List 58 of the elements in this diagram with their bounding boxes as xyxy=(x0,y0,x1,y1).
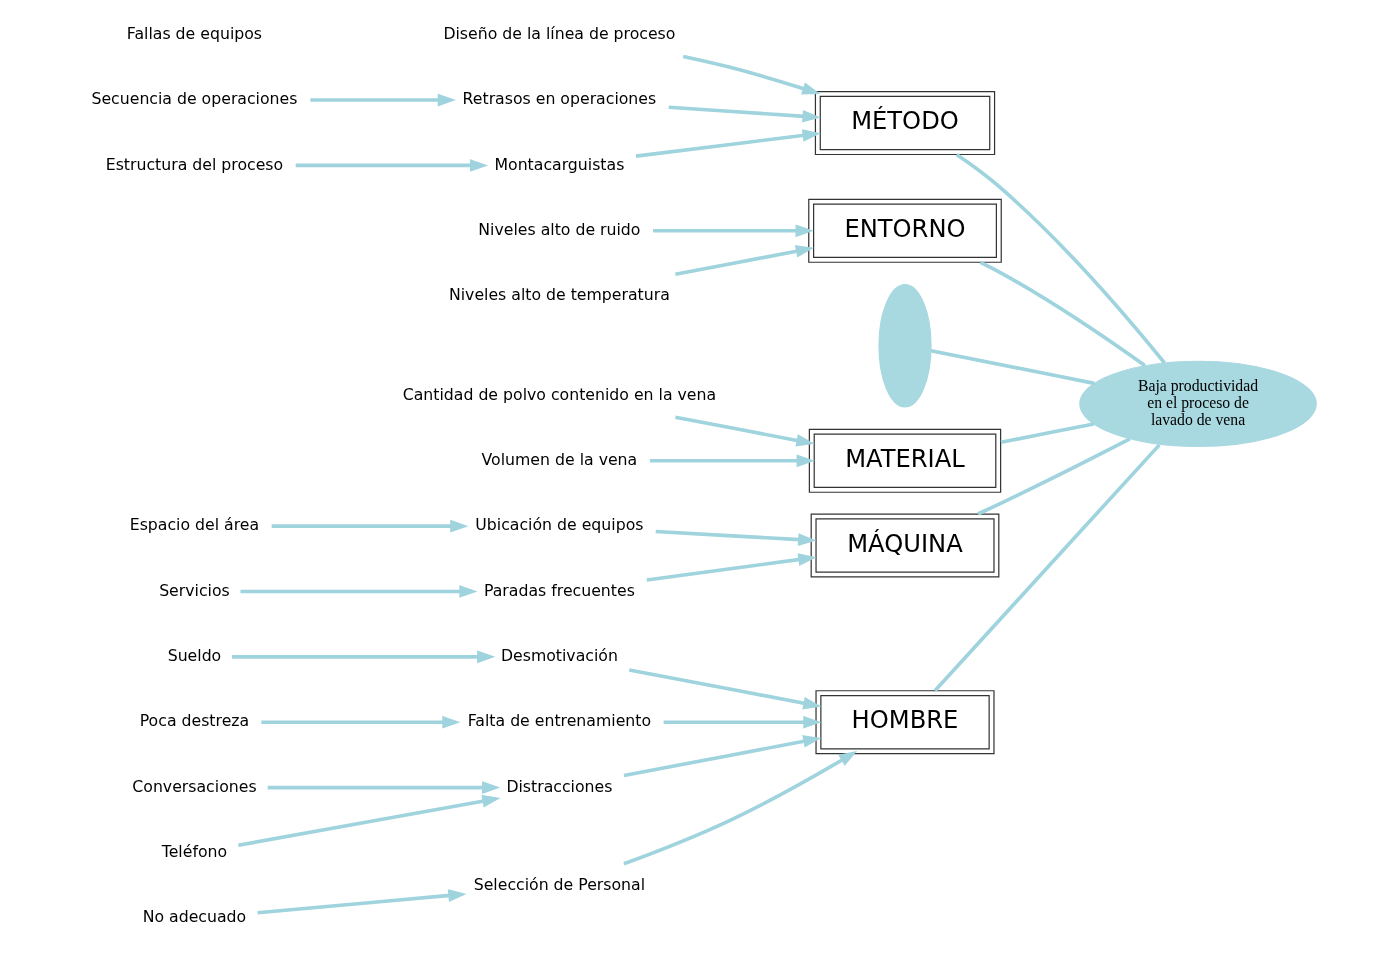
connector xyxy=(933,443,1161,692)
node-text: Niveles alto de temperatura xyxy=(448,285,670,305)
arrow xyxy=(655,529,817,546)
node-text: Estructura del proceso xyxy=(105,154,284,174)
node-text: Retrasos en operaciones xyxy=(462,89,657,109)
node-text: Teléfono xyxy=(161,842,228,862)
node-text: Cantidad de polvo contenido en la vena xyxy=(402,384,717,404)
node-box: HOMBRE xyxy=(815,690,995,755)
node-box: ENTORNO xyxy=(808,198,1002,263)
connector xyxy=(1000,422,1095,444)
connector xyxy=(979,260,1146,368)
arrow xyxy=(668,105,821,123)
node-text: Distracciones xyxy=(506,776,613,796)
node-text: Conversaciones xyxy=(132,776,257,796)
arrow xyxy=(257,889,467,915)
node-crescent xyxy=(878,284,932,408)
node-text: Montacarguistas xyxy=(494,154,625,174)
node-text: Espacio del área xyxy=(129,515,260,535)
node-text: Paradas frecuentes xyxy=(483,580,635,600)
node-text: Selección de Personal xyxy=(473,874,646,894)
arrow xyxy=(675,245,814,277)
node-text: Desmotivación xyxy=(500,645,618,665)
node-box: MÁQUINA xyxy=(810,513,1000,578)
connector xyxy=(955,153,1166,364)
arrow xyxy=(310,93,456,107)
arrow xyxy=(628,668,822,710)
arrow xyxy=(232,650,496,664)
arrow xyxy=(649,454,815,468)
arrow xyxy=(623,735,822,778)
node-text: Falta de entrenamiento xyxy=(467,711,652,731)
connector xyxy=(930,348,1095,386)
connector xyxy=(977,437,1131,516)
arrow xyxy=(635,129,821,158)
node-ellipse: Baja productividad en el proceso de lavado de vena xyxy=(1079,360,1317,448)
arrow xyxy=(240,585,478,598)
arrow xyxy=(623,751,858,866)
arrow xyxy=(663,715,822,729)
arrow xyxy=(646,553,817,582)
node-text: Niveles alto de ruido xyxy=(478,219,641,239)
node-text: Sueldo xyxy=(167,645,222,665)
node-box: MATERIAL xyxy=(808,428,1002,493)
arrow xyxy=(267,781,501,794)
arrow xyxy=(653,224,814,238)
arrow xyxy=(675,415,815,447)
arrow xyxy=(295,159,489,172)
node-text: No adecuado xyxy=(142,907,247,927)
label: Fallas de equipos xyxy=(126,23,263,43)
arrow xyxy=(271,519,469,533)
arrow xyxy=(261,715,461,729)
node-text: Poca destreza xyxy=(139,711,250,731)
arrow xyxy=(238,794,501,848)
node-text: Diseño de la línea de proceso xyxy=(443,23,676,43)
node-text: Ubicación de equipos xyxy=(475,515,644,535)
arrow xyxy=(682,54,821,95)
node-box: MÉTODO xyxy=(814,90,996,156)
node-text: Volumen de la vena xyxy=(481,449,638,469)
node-text: Servicios xyxy=(159,580,230,600)
node-text: Secuencia de operaciones xyxy=(91,89,298,109)
